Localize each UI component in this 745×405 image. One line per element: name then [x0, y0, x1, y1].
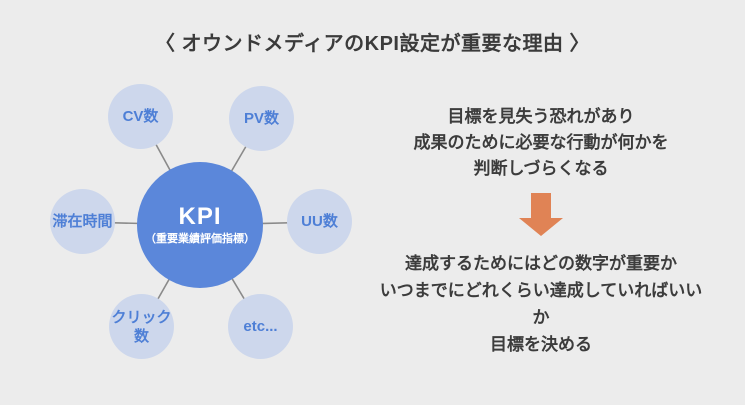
down-arrow-shape [519, 193, 563, 236]
metric-node-clicks-label: クリック数 [111, 308, 172, 345]
solution-line-3: 目標を決める [490, 335, 592, 354]
kpi-center-label: KPI [178, 203, 222, 230]
metric-node-dwell-time-label: 滞在時間 [52, 213, 113, 230]
problem-line-1: 目標を見失う恐れがあり [447, 107, 635, 126]
problem-line-2: 成果のために必要な行動が何かを [413, 133, 669, 152]
metric-node-cv: CV数 [108, 84, 173, 149]
metric-node-uu: UU数 [287, 189, 352, 254]
explanation-panel: 目標を見失う恐れがあり 成果のために必要な行動が何かを 判断しづらくなる 達成す… [372, 0, 710, 405]
metric-node-etc-label: etc... [243, 318, 278, 335]
kpi-center-sublabel: （重要業績評価指標） [145, 233, 255, 245]
problem-line-3: 判断しづらくなる [473, 159, 609, 178]
solution-line-1: 達成するためにはどの数字が重要か [405, 254, 677, 273]
solution-text-block: 達成するためにはどの数字が重要か いつまでにどれくらい達成していればいいか 目標… [372, 250, 710, 358]
metric-node-etc: etc... [228, 294, 293, 359]
problem-text-block: 目標を見失う恐れがあり 成果のために必要な行動が何かを 判断しづらくなる [372, 104, 710, 182]
kpi-center-node: KPI （重要業績評価指標） [137, 162, 263, 288]
metric-node-dwell-time: 滞在時間 [50, 189, 115, 254]
down-arrow-icon [372, 193, 710, 236]
metric-node-pv-label: PV数 [243, 110, 279, 127]
metric-node-cv-label: CV数 [122, 108, 159, 125]
metric-node-pv: PV数 [229, 86, 294, 151]
metric-node-clicks: クリック数 [109, 294, 174, 359]
metric-node-uu-label: UU数 [301, 213, 338, 230]
page-title: 〈 オウンドメディアのKPI設定が重要な理由 〉 [154, 33, 591, 55]
solution-line-2: いつまでにどれくらい達成していればいいか [379, 281, 703, 327]
